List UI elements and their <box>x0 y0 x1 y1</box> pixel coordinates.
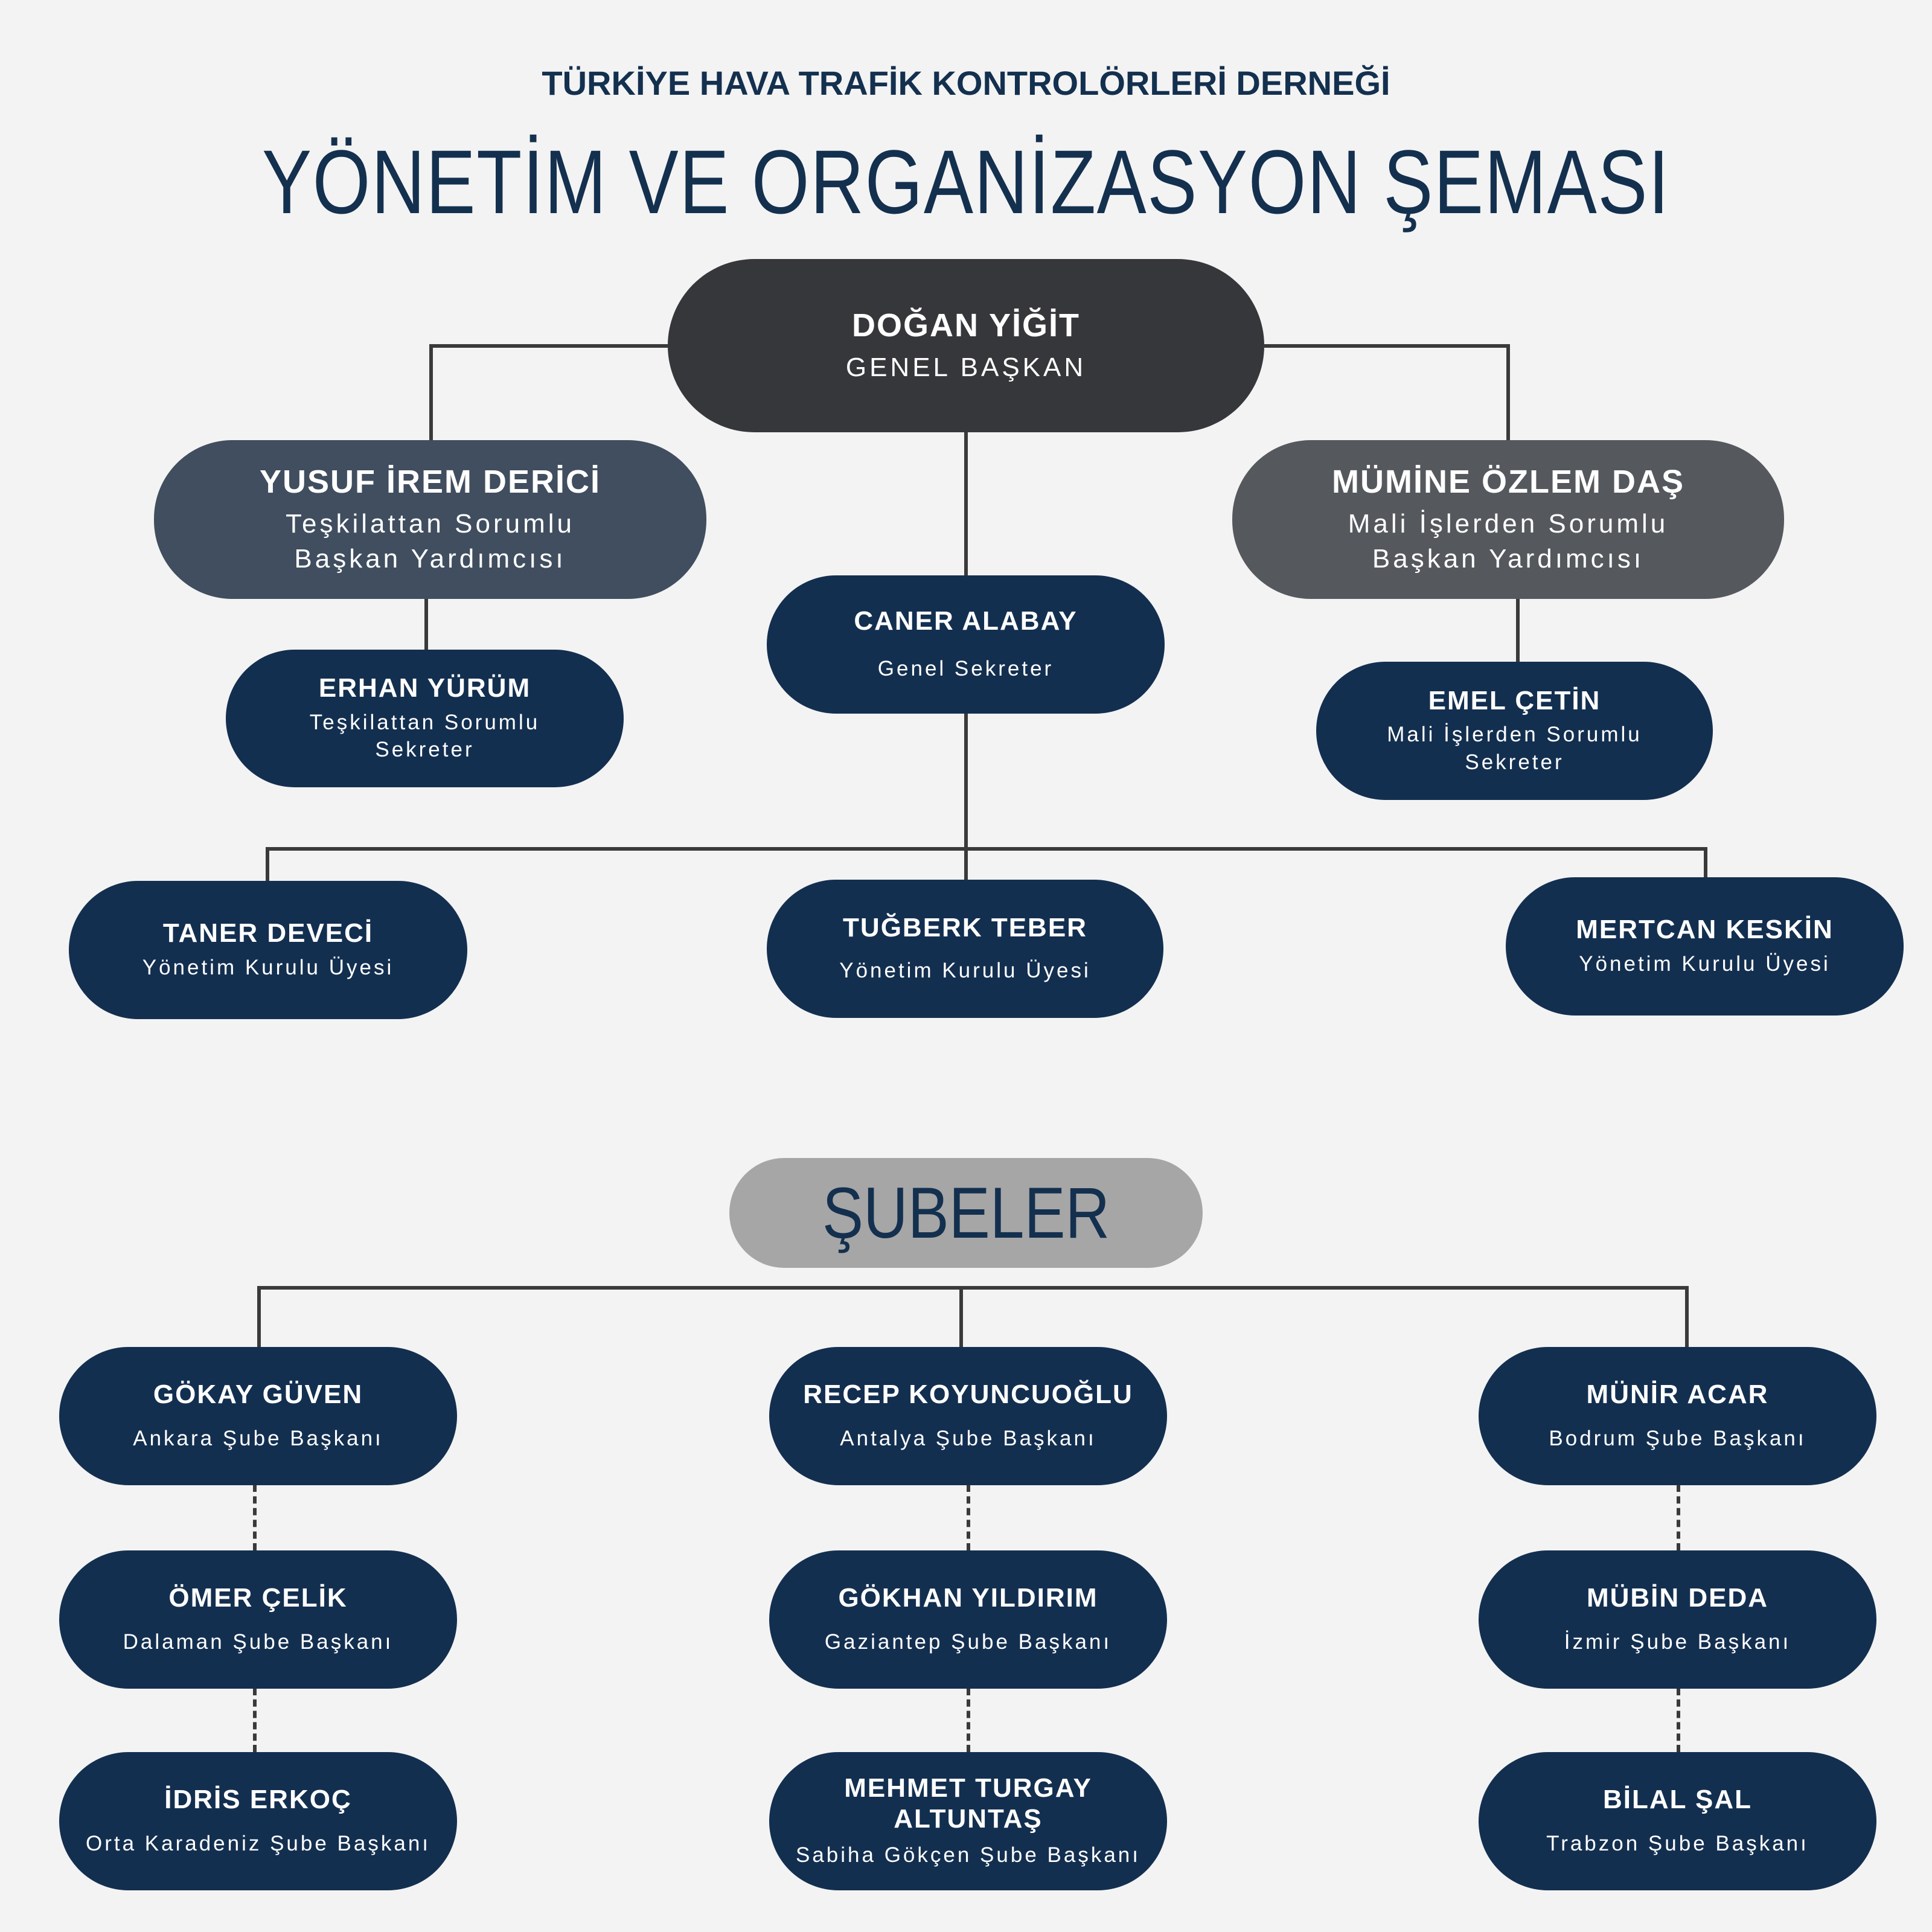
president-node: DOĞAN YİĞİT GENEL BAŞKAN <box>668 259 1264 432</box>
board-member-node: TUĞBERK TEBER Yönetim Kurulu Üyesi <box>767 880 1163 1018</box>
connector <box>1264 344 1510 348</box>
connector <box>1516 599 1520 662</box>
dashed-connector <box>967 1485 970 1550</box>
node-name: TUĞBERK TEBER <box>843 913 1087 943</box>
branch-node: MEHMET TURGAY ALTUNTAŞ Sabiha Gökçen Şube… <box>769 1752 1167 1890</box>
role-line: Teşkilattan Sorumlu <box>286 509 575 539</box>
node-name: MERTCAN KESKİN <box>1576 915 1834 945</box>
branches-heading: ŞUBELER <box>822 1172 1110 1253</box>
node-role: Yönetim Kurulu Üyesi <box>839 959 1091 983</box>
node-role: Dalaman Şube Başkanı <box>123 1630 394 1654</box>
node-role: Ankara Şube Başkanı <box>133 1427 383 1451</box>
node-name: ERHAN YÜRÜM <box>318 673 531 703</box>
node-role: İzmir Şube Başkanı <box>1564 1630 1791 1654</box>
connector <box>266 847 1707 851</box>
node-name: MÜMİNE ÖZLEM DAŞ <box>1332 464 1684 501</box>
role-line: Sekreter <box>375 738 475 762</box>
node-name: ÖMER ÇELİK <box>168 1583 348 1613</box>
connector <box>959 1286 963 1347</box>
node-role: Yönetim Kurulu Üyesi <box>142 956 394 980</box>
branch-node: GÖKHAN YILDIRIM Gaziantep Şube Başkanı <box>769 1550 1167 1689</box>
node-role: Bodrum Şube Başkanı <box>1549 1427 1806 1451</box>
node-name: İDRİS ERKOÇ <box>164 1785 352 1815</box>
dashed-connector <box>253 1485 257 1550</box>
dashed-connector <box>253 1688 257 1752</box>
role-line: Teşkilattan Sorumlu <box>309 710 540 734</box>
node-name: CANER ALABAY <box>854 606 1078 636</box>
node-name: EMEL ÇETİN <box>1428 685 1601 715</box>
branch-node: GÖKAY GÜVEN Ankara Şube Başkanı <box>59 1347 457 1485</box>
role-line: Başkan Yardımcısı <box>294 543 566 574</box>
node-role: GENEL BAŞKAN <box>845 352 1087 382</box>
node-role: Yönetim Kurulu Üyesi <box>1579 952 1831 976</box>
connector <box>266 847 269 881</box>
connector <box>964 432 968 575</box>
node-name: GÖKHAN YILDIRIM <box>838 1583 1098 1613</box>
node-name: MEHMET TURGAY ALTUNTAŞ <box>844 1773 1092 1834</box>
branch-node: ÖMER ÇELİK Dalaman Şube Başkanı <box>59 1550 457 1689</box>
connector <box>1704 847 1707 877</box>
node-name: DOĞAN YİĞİT <box>851 307 1081 344</box>
connector <box>257 1286 1689 1290</box>
branch-node: MÜBİN DEDA İzmir Şube Başkanı <box>1479 1550 1876 1689</box>
node-name: TANER DEVECİ <box>162 918 374 948</box>
dashed-connector <box>967 1688 970 1752</box>
role-line: Mali İşlerden Sorumlu <box>1387 723 1642 747</box>
connector <box>1685 1286 1689 1347</box>
general-secretary-node: CANER ALABAY Genel Sekreter <box>767 575 1165 714</box>
branches-label: ŞUBELER <box>729 1158 1203 1268</box>
page-title: YÖNETİM VE ORGANİZASYON ŞEMASI <box>262 131 1670 232</box>
node-name: YUSUF İREM DERİCİ <box>259 464 601 501</box>
node-role: Sabiha Gökçen Şube Başkanı <box>796 1843 1140 1867</box>
node-role: Orta Karadeniz Şube Başkanı <box>85 1832 431 1856</box>
organization-name: TÜRKİYE HAVA TRAFİK KONTROLÖRLERİ DERNEĞ… <box>542 64 1390 102</box>
node-name: RECEP KOYUNCUOĞLU <box>803 1380 1133 1410</box>
dashed-connector <box>1677 1485 1680 1550</box>
node-name: GÖKAY GÜVEN <box>153 1380 363 1410</box>
connector <box>257 1286 261 1347</box>
node-role: Trabzon Şube Başkanı <box>1546 1832 1809 1856</box>
node-role: Antalya Şube Başkanı <box>840 1427 1096 1451</box>
connector <box>429 344 433 440</box>
node-name: MÜBİN DEDA <box>1586 1583 1769 1613</box>
branch-node: MÜNİR ACAR Bodrum Şube Başkanı <box>1479 1347 1876 1485</box>
role-line: Başkan Yardımcısı <box>1372 543 1645 574</box>
board-member-node: TANER DEVECİ Yönetim Kurulu Üyesi <box>69 881 467 1019</box>
node-name: MÜNİR ACAR <box>1586 1380 1769 1410</box>
dashed-connector <box>1677 1688 1680 1752</box>
node-name: BİLAL ŞAL <box>1603 1785 1752 1815</box>
role-line: Mali İşlerden Sorumlu <box>1348 509 1669 539</box>
node-role: Genel Sekreter <box>877 657 1054 681</box>
node-role: Gaziantep Şube Başkanı <box>824 1630 1112 1654</box>
connector <box>429 344 668 348</box>
role-line: Sekreter <box>1465 750 1564 774</box>
connector <box>424 599 428 650</box>
branch-node: İDRİS ERKOÇ Orta Karadeniz Şube Başkanı <box>59 1752 457 1890</box>
branch-node: BİLAL ŞAL Trabzon Şube Başkanı <box>1479 1752 1876 1890</box>
connector <box>964 714 968 880</box>
branch-node: RECEP KOYUNCUOĞLU Antalya Şube Başkanı <box>769 1347 1167 1485</box>
connector <box>1506 344 1510 440</box>
board-member-node: MERTCAN KESKİN Yönetim Kurulu Üyesi <box>1506 877 1904 1016</box>
